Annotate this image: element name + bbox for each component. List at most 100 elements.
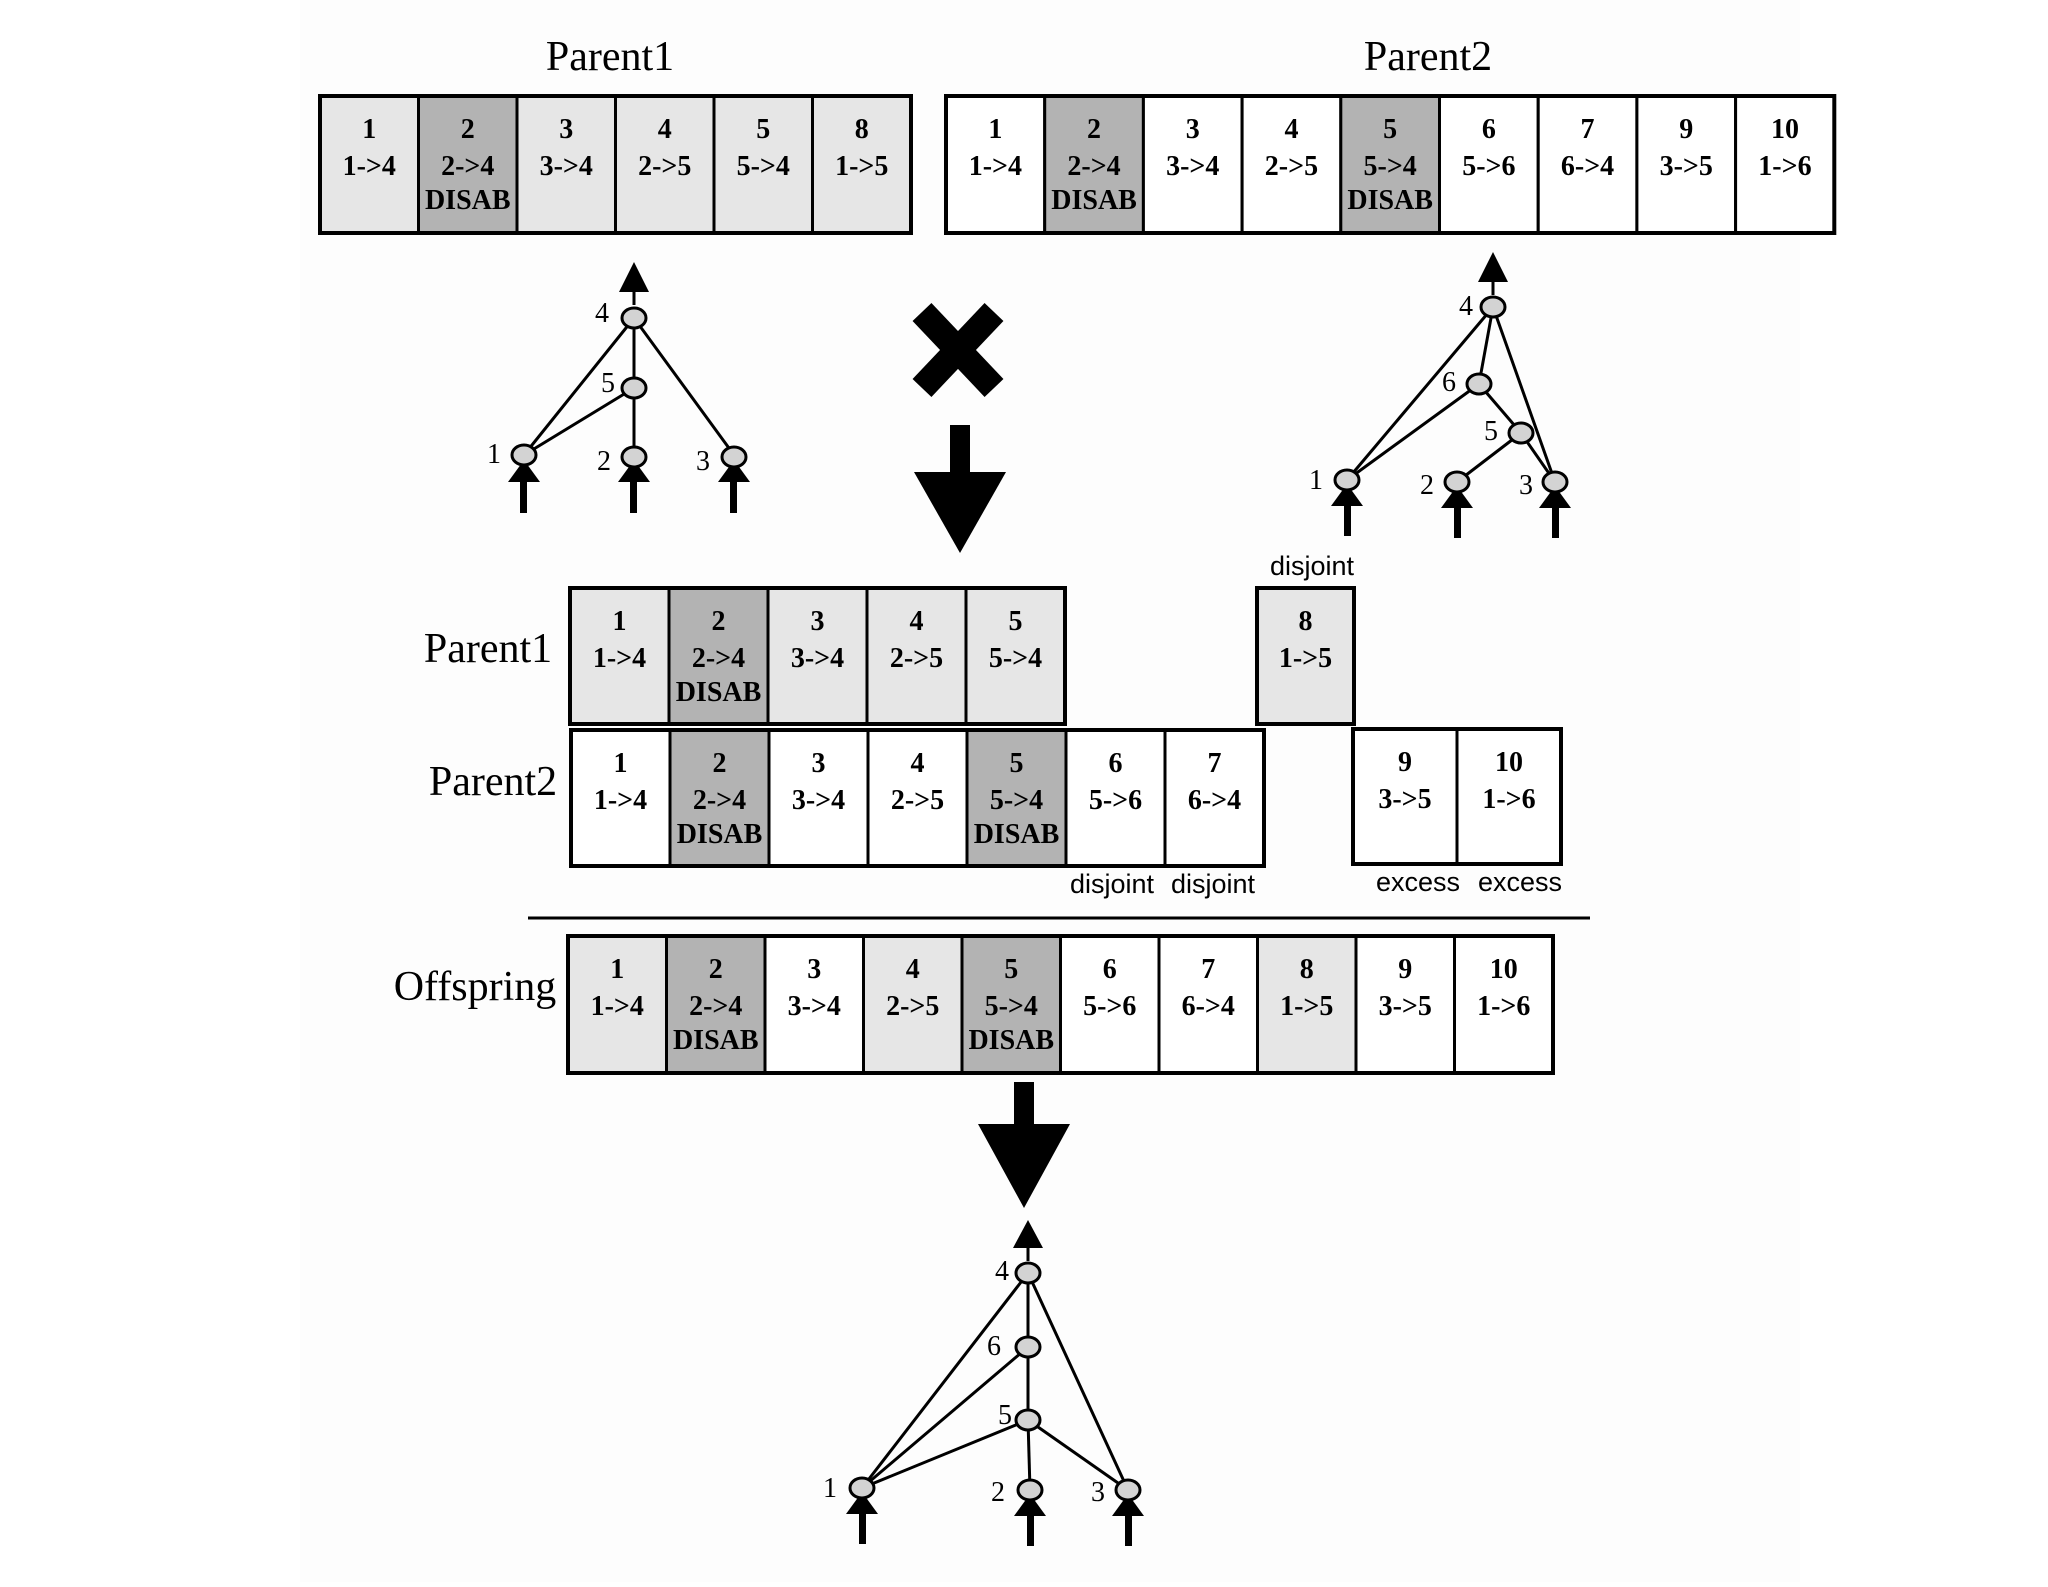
gene-innovation-number: 5 [1009,606,1023,637]
gene-connection: 2->4 [1067,151,1120,182]
node-5 [620,376,648,400]
node-5 [1014,1408,1042,1432]
gene-connection: 5->4 [985,991,1038,1022]
gene-cell-bg [318,94,420,235]
gene-cell-bg [515,94,617,235]
output-arrow-icon [619,262,649,292]
gene-innovation-number: 9 [1679,114,1693,145]
cross-icon [912,303,1004,397]
gene-cell-bg [960,934,1062,1075]
gene-innovation-number: 3 [559,114,573,145]
gene-connection: 3->5 [1379,991,1432,1022]
output-arrow-icon [1478,252,1508,282]
gene-cell: 76->4 [1157,934,1259,1075]
gene-connection: 2->4 [441,151,494,182]
gene-cell: 81->5 [1256,934,1358,1075]
node-3 [1114,1478,1142,1502]
gene-cell-bg [767,728,870,868]
node-label: 4 [995,1256,1009,1287]
gene-status: DISAB [1347,185,1433,216]
gene-cell: 42->5 [1240,94,1343,235]
parent2-network: 4 6 5 1 2 3 [1309,252,1571,538]
gene-connection: 1->6 [1477,991,1530,1022]
gene-cell-bg [665,934,767,1075]
gene-innovation-number: 3 [812,748,826,779]
parent1-row-label: Parent1 [424,626,552,672]
gene-connection: 1->4 [969,151,1022,182]
gene-cell: 42->5 [865,586,968,726]
gene-innovation-number: 6 [1109,748,1123,779]
gene-status: DISAB [673,1025,759,1056]
genome-frame [566,934,1555,1075]
gene-cell: 33->4 [763,934,865,1075]
genome-frame [944,94,1837,235]
gene-innovation-number: 1 [614,748,628,779]
gene-connection: 1->4 [591,991,644,1022]
gene-cell: 93->5 [1635,94,1738,235]
node-6 [1465,372,1493,396]
gene-connection: 5->6 [1083,991,1136,1022]
gene-cell: 42->5 [862,934,964,1075]
gene-cell: 3 3->4 [767,728,870,868]
gene-cell: 65->6 [1438,94,1540,235]
parent2-row-label: Parent2 [429,759,557,805]
node-label: 1 [823,1473,837,1504]
gene-connection: 1->4 [593,643,646,674]
gene-status: DISAB [968,1025,1054,1056]
node-label: 6 [1442,367,1456,398]
gene-cell: 7 6->4 [1536,94,1639,235]
gene-innovation-number: 5 [756,114,770,145]
gene-innovation-number: 7 [1581,114,1595,145]
parent1-network: 4 5 1 2 3 [487,262,750,513]
gene-innovation-number: 6 [1482,114,1496,145]
gene-connection: 3->4 [791,643,844,674]
gene-cell: 33->4 [515,94,617,235]
gene-connection: 3->5 [1378,784,1431,815]
gene-cell: 55->4 [964,586,1067,726]
gene-status: DISAB [1051,185,1137,216]
parent1-disjoint-gene: 81->5 [1255,586,1356,726]
gene-innovation-number: 3 [807,954,821,985]
gene-cell: 42->5 [866,728,969,868]
gene-connection: 6->4 [1561,151,1614,182]
disjoint-label: disjoint [1270,551,1355,581]
gene-cell: 55->4 [712,94,814,235]
node-label: 3 [1519,470,1533,501]
node-4 [1014,1261,1042,1285]
gene-connection: 5->4 [990,785,1043,816]
gene-connection: 2->4 [692,643,745,674]
gene-innovation-number: 4 [658,114,672,145]
gene-cell: 3 3->4 [1141,94,1244,235]
gene-connection: 2->5 [638,151,691,182]
node-label: 1 [487,439,501,470]
gene-innovation-number: 4 [910,606,924,637]
gene-cell: 101->6 [1453,934,1555,1075]
gene-innovation-number: 2 [713,748,727,779]
gene-cell: 65->6 [1059,934,1161,1075]
gene-cell: 4 2->5 [614,94,716,235]
gene-connection: 5->6 [1089,785,1142,816]
gene-cell: 9 3->5 [1351,727,1459,866]
disjoint-label: disjoint [1171,869,1256,899]
gene-innovation-number: 2 [712,606,726,637]
gene-connection: 1->5 [1280,991,1333,1022]
gene-innovation-number: 9 [1398,747,1412,778]
gene-innovation-number: 3 [1186,114,1200,145]
gene-innovation-number: 5 [1010,748,1024,779]
excess-label: excess [1478,867,1562,897]
gene-connection: 3->4 [1166,151,1219,182]
gene-cell: 11->4 [944,94,1047,235]
gene-innovation-number: 8 [855,114,869,145]
node-3 [720,445,748,469]
node-label: 2 [597,446,611,477]
offspring-row-label: Offspring [394,964,557,1010]
gene-innovation-number: 1 [362,114,376,145]
gene-connection: 2->4 [689,991,742,1022]
offspring-genome: 11->422->4DISAB33->442->555->4DISAB65->6… [566,934,1555,1075]
gene-connection: 3->4 [792,785,845,816]
gene-cell: 81->5 [811,94,913,235]
gene-innovation-number: 2 [709,954,723,985]
gene-connection: 2->5 [1265,151,1318,182]
